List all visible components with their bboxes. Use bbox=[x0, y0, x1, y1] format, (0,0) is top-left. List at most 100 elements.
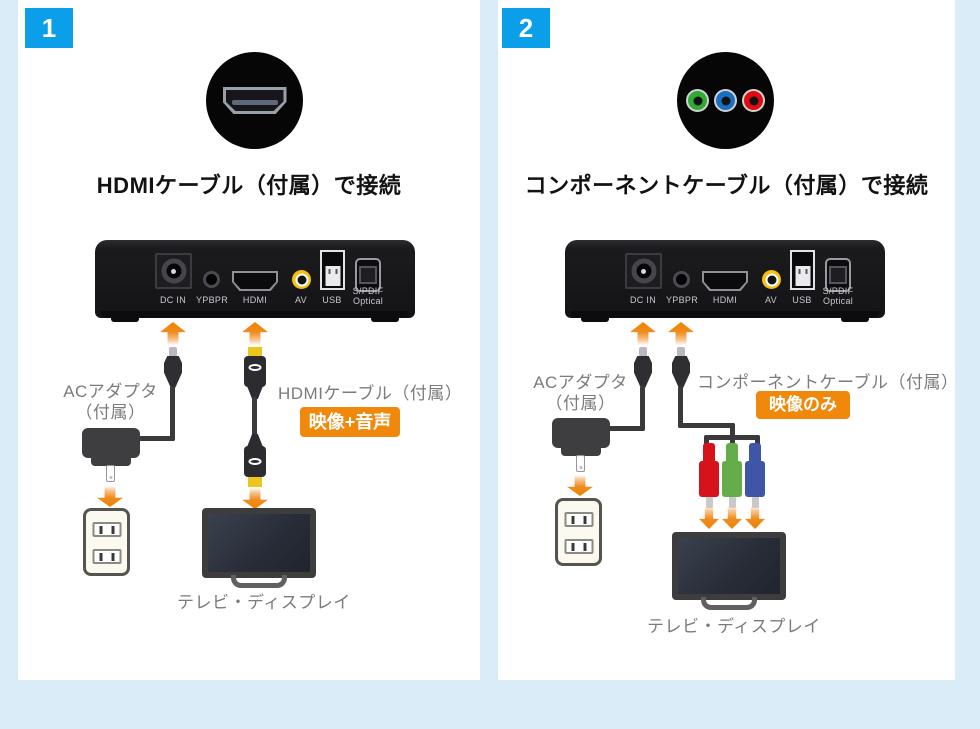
dc-plug-tip bbox=[169, 347, 177, 357]
hdmi-connector-neck bbox=[247, 434, 263, 447]
ac-adapter-prong bbox=[106, 465, 115, 482]
av-port bbox=[762, 270, 781, 289]
outlet-socket bbox=[564, 539, 593, 554]
signal-type-badge: 映像+音声 bbox=[300, 407, 400, 437]
arrow-down-icon bbox=[722, 506, 742, 529]
cable-segment bbox=[138, 436, 175, 441]
cable-segment bbox=[678, 386, 683, 428]
tv-display bbox=[672, 532, 786, 600]
hdmi-connector-tip bbox=[248, 477, 262, 487]
ac-adapter-base bbox=[91, 457, 131, 466]
port-label-usb: USB bbox=[322, 295, 342, 305]
cable-segment bbox=[678, 423, 735, 428]
component-ports-icon bbox=[677, 52, 774, 149]
hdmi-port-icon bbox=[206, 52, 303, 149]
cable-segment bbox=[755, 435, 760, 447]
cable-label: HDMIケーブル（付属） bbox=[278, 384, 463, 403]
ac-adapter-base bbox=[561, 447, 601, 456]
panel-title: HDMIケーブル（付属）で接続 bbox=[96, 173, 402, 198]
arrow-down-icon bbox=[745, 506, 765, 529]
device-foot bbox=[111, 314, 139, 322]
arrow-up-icon bbox=[160, 322, 186, 345]
arrow-down-icon bbox=[567, 475, 593, 496]
port-label-ypbpr: YPBPR bbox=[665, 295, 699, 305]
port-label-ypbpr: YPBPR bbox=[195, 295, 229, 305]
hdmi-cable-connector bbox=[244, 446, 266, 477]
cable-segment bbox=[730, 435, 735, 447]
step-number-badge: 1 bbox=[25, 8, 73, 48]
device-foot bbox=[841, 314, 869, 322]
cable-segment bbox=[252, 397, 257, 437]
ac-adapter bbox=[552, 418, 610, 448]
hdmi-cable-connector bbox=[244, 356, 266, 387]
rca-plug-green bbox=[726, 443, 738, 463]
ypbpr-port bbox=[203, 271, 220, 288]
tv-screen bbox=[678, 538, 780, 594]
hdmi-port-shape bbox=[222, 87, 287, 114]
hdmi-connector-tip bbox=[248, 347, 262, 357]
port-label-spdif: S/PDIF Optical bbox=[822, 286, 854, 306]
cable-segment bbox=[704, 435, 709, 447]
tv-label: テレビ・ディスプレイ bbox=[177, 593, 351, 612]
spdif-port bbox=[355, 258, 381, 292]
panel-title: コンポーネントケーブル（付属）で接続 bbox=[524, 173, 929, 198]
port-label-hdmi: HDMI bbox=[712, 295, 738, 305]
cable-segment bbox=[608, 426, 645, 431]
tv-label: テレビ・ディスプレイ bbox=[647, 617, 821, 636]
arrow-up-icon bbox=[630, 322, 656, 345]
port-label-hdmi: HDMI bbox=[242, 295, 268, 305]
tv-stand bbox=[231, 575, 287, 588]
rca-plug-red bbox=[703, 443, 715, 463]
ac-adapter-label: ACアダプタ （付属） bbox=[63, 382, 158, 422]
dc-plug-tip bbox=[639, 347, 647, 357]
port-label-spdif: S/PDIF Optical bbox=[352, 286, 384, 306]
arrow-down-icon bbox=[699, 506, 719, 529]
port-label-dcin: DC IN bbox=[630, 295, 656, 305]
ac-adapter-prong bbox=[576, 455, 585, 472]
wall-outlet bbox=[555, 498, 602, 566]
outlet-socket bbox=[564, 512, 593, 527]
dc-plug bbox=[164, 356, 182, 388]
device-foot bbox=[371, 314, 399, 322]
usb-port bbox=[320, 250, 345, 290]
hdmi-connector-neck bbox=[247, 386, 263, 399]
hdmi-port bbox=[702, 271, 748, 291]
component-jack-red bbox=[742, 89, 765, 112]
arrow-up-icon bbox=[242, 322, 268, 345]
device-foot bbox=[581, 314, 609, 322]
spdif-port bbox=[825, 258, 851, 292]
cable-label: コンポーネントケーブル（付属） bbox=[697, 373, 959, 392]
dc-plug bbox=[634, 356, 652, 388]
tv-stand bbox=[701, 597, 757, 610]
minijack-plug bbox=[672, 356, 690, 388]
component-jack-blue bbox=[714, 89, 737, 112]
ac-adapter-label: ACアダプタ （付属） bbox=[533, 373, 628, 413]
cable-segment bbox=[730, 423, 735, 440]
ac-adapter bbox=[82, 428, 140, 458]
step-number: 2 bbox=[518, 12, 534, 43]
av-port bbox=[292, 270, 311, 289]
step-number-badge: 2 bbox=[502, 8, 550, 48]
arrow-up-icon bbox=[668, 322, 694, 345]
panel-component-connection: 2 コンポーネントケーブル（付属）で接続 DC IN YPBPR HDMI AV… bbox=[498, 0, 959, 680]
arrow-down-icon bbox=[97, 486, 123, 507]
dc-in-port bbox=[155, 253, 192, 289]
component-jack-green bbox=[686, 89, 709, 112]
port-label-av: AV bbox=[295, 295, 307, 305]
rca-plug-blue bbox=[749, 443, 761, 463]
hdmi-port bbox=[232, 271, 278, 291]
cable-segment bbox=[640, 386, 645, 431]
cable-segment bbox=[170, 386, 175, 441]
wall-outlet bbox=[83, 508, 130, 576]
tv-screen bbox=[208, 514, 310, 572]
arrow-down-icon bbox=[242, 488, 268, 509]
media-player-back-panel: DC IN YPBPR HDMI AV USB S/PDIF Optical bbox=[95, 240, 415, 322]
minijack-plug-tip bbox=[677, 347, 685, 357]
step-number: 1 bbox=[41, 12, 57, 43]
port-label-usb: USB bbox=[792, 295, 812, 305]
outlet-socket bbox=[92, 549, 121, 564]
media-player-back-panel: DC IN YPBPR HDMI AV USB S/PDIF Optical bbox=[565, 240, 885, 322]
ypbpr-port bbox=[673, 271, 690, 288]
signal-type-badge: 映像のみ bbox=[756, 391, 850, 419]
usb-port bbox=[790, 250, 815, 290]
